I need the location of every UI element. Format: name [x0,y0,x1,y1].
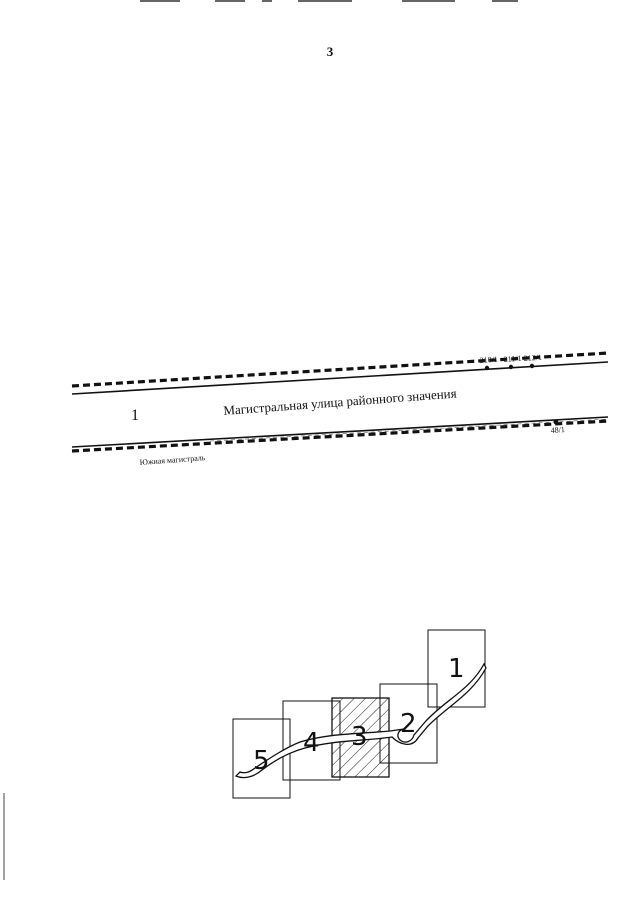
tile-5 [232,718,291,799]
survey-point-210 [484,365,490,371]
survey-point-212 [529,363,535,369]
upper-red-line [71,351,609,388]
survey-point-211 [508,364,514,370]
tile-label-4: 4 [303,728,320,758]
tile-label-1: 1 [448,654,465,684]
point-label-210: 210/1 [479,354,499,365]
scan-artifacts-top [140,0,518,2]
point-label-211: 211/1 [503,353,522,364]
page-number: 3 [326,44,334,59]
tile-label-3: 3 [351,722,368,752]
lower-road-edge [71,416,609,448]
survey-point-48 [553,419,559,425]
road-alignment-outline [234,662,487,779]
point-label-212: 212/1 [523,352,543,363]
scan-artifacts-left [3,793,5,880]
tile-label-2: 2 [400,709,417,739]
lower-red-line [71,419,609,453]
upper-road-edge [71,361,609,395]
tile-label-5: 5 [253,746,270,776]
zone-label: 1 [131,407,139,424]
point-label-48: 48/1 [550,424,566,435]
inner-dashed-line [209,418,609,442]
